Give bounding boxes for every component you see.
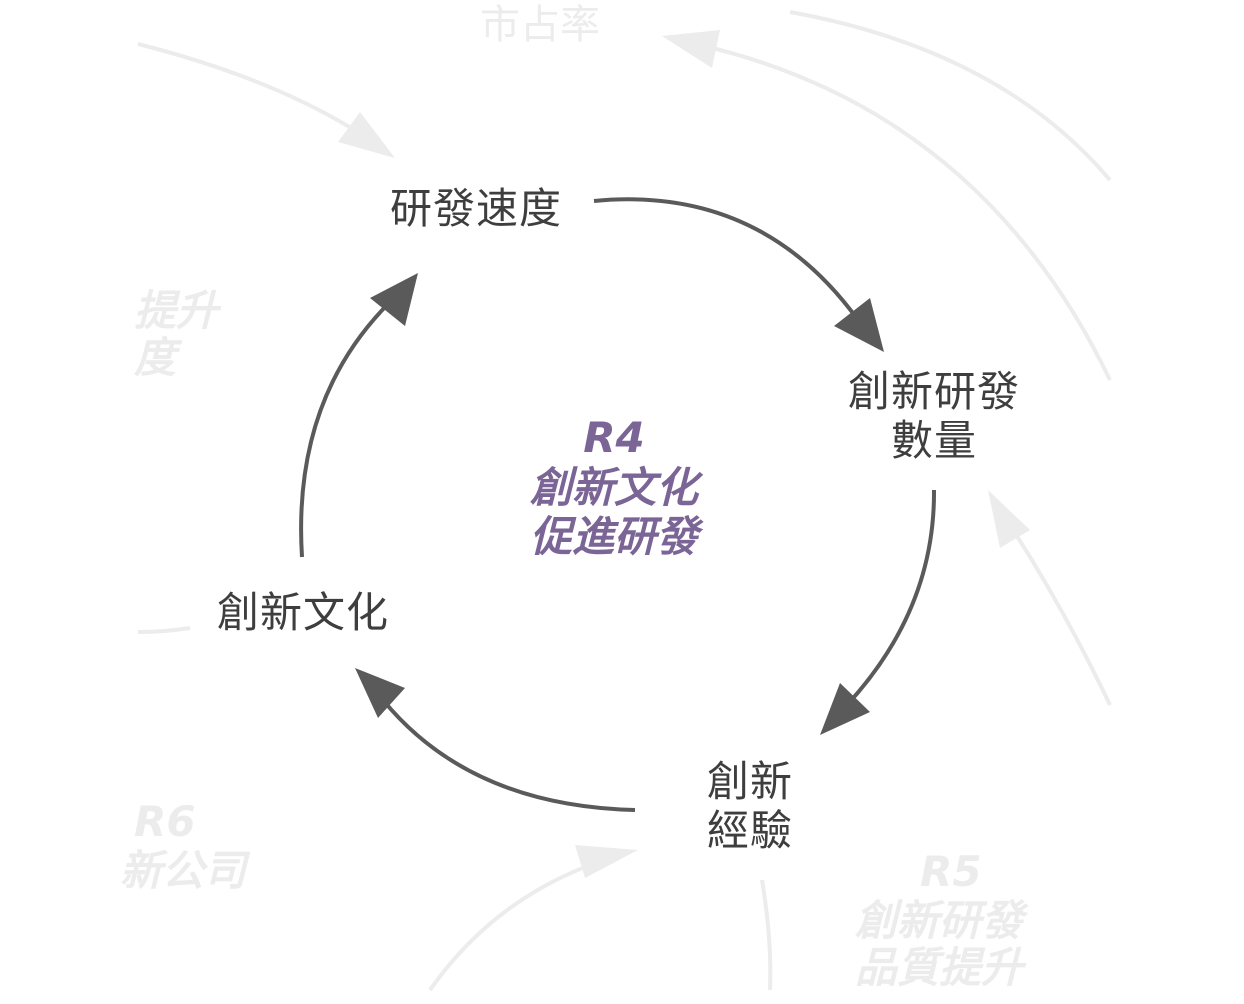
arrowhead-rd-speed	[370, 273, 418, 326]
ghost-loop-r6-title: 新公司	[120, 846, 251, 895]
ghost-arc-left	[137, 626, 191, 634]
ghost-arc-top-right-inner	[699, 43, 1112, 381]
node-experience-line1: 創新	[707, 757, 793, 806]
ghost-loop-r5-id: R5	[920, 847, 982, 896]
ghost-label-top-partial: 市占率	[480, 2, 600, 48]
loop-title-line1: 創新文化	[530, 463, 704, 512]
node-rd-count-line2: 數量	[891, 416, 977, 465]
loop-title-line2: 促進研發	[530, 512, 704, 561]
ghost-arc-bottom-center	[760, 879, 773, 991]
node-rd-count-line1: 創新研發	[848, 367, 1020, 416]
background-arcs	[137, 10, 1112, 992]
arrowhead-culture	[355, 668, 405, 718]
node-experience-line2: 經驗	[707, 806, 793, 855]
arrow-experience-to-culture	[381, 698, 636, 812]
arrow-rd-speed-to-rd-count	[593, 197, 860, 322]
main-nodes: 研發速度 創新研發 數量 創新 經驗 創新文化	[217, 184, 1020, 855]
arrowhead-experience	[820, 683, 870, 735]
ghost-arrowhead-top-left	[338, 112, 395, 158]
ghost-arc-right-lower	[998, 508, 1112, 706]
node-rd-speed: 研發速度	[390, 184, 562, 233]
ghost-arrowhead-bottom-left	[575, 845, 638, 878]
ghost-arc-bottom-left	[428, 853, 621, 992]
ghost-label-left-line1: 提升	[134, 286, 222, 335]
ghost-arrowhead-right-lower	[988, 490, 1030, 548]
arrow-culture-to-rd-speed	[299, 298, 394, 558]
background-labels: 市占率 提升 度 R6 新公司 R5 創新研發 品質提升	[120, 2, 1029, 992]
ghost-arrowhead-top-right	[662, 30, 720, 68]
arrow-rd-count-to-experience	[844, 489, 937, 708]
ghost-loop-r5-title-line1: 創新研發	[855, 896, 1029, 945]
main-loop-arrows	[299, 197, 937, 812]
ghost-loop-r6-id: R6	[134, 797, 196, 846]
node-innovation-culture: 創新文化	[217, 588, 389, 637]
ghost-arc-top-right-outer	[789, 10, 1112, 182]
ghost-arc-top-left	[137, 42, 372, 142]
loop-id: R4	[583, 413, 645, 462]
loop-title: R4 創新文化 促進研發	[530, 413, 704, 561]
arrowhead-rd-count	[834, 298, 884, 352]
ghost-label-left-line2: 度	[133, 333, 183, 382]
ghost-loop-r5-title-line2: 品質提升	[855, 943, 1027, 992]
